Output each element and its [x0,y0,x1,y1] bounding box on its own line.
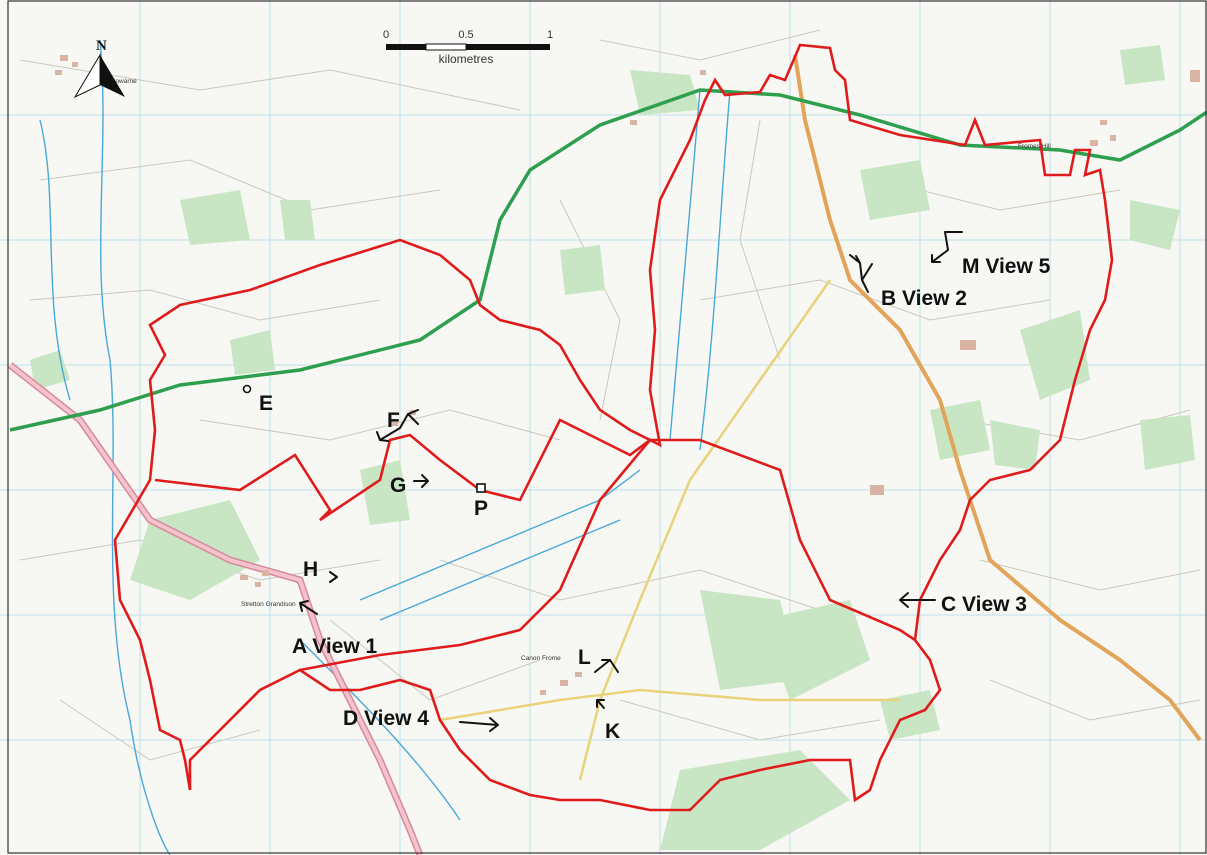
viewpoint-arrows [299,231,963,732]
viewpoint-label-l: L [578,646,591,669]
main-road [9,88,1207,432]
place-name-canon-frome: Canon Frome [521,655,561,662]
scale-tick-1: 1 [547,29,553,41]
scale-tick-0: 0 [383,29,389,41]
place-name-stretton-grandison: Stretton Grandison [241,601,296,608]
north-arrow-label: N [96,38,107,54]
viewpoint-e-marker [242,384,252,394]
viewpoint-label-c: C View 3 [941,593,1027,616]
viewpoint-label-f: F [387,409,400,432]
buildings [55,55,1200,695]
viewpoint-p-marker [476,483,486,493]
woodland-areas [30,45,1195,850]
viewpoint-label-k: K [605,720,620,743]
scale-unit-label: kilometres [439,52,494,66]
place-name-fromes-hill: Fromes Hill [1018,143,1051,150]
viewpoint-label-d: D View 4 [343,707,429,730]
parish-boundary-inner-2 [299,438,916,672]
scale-bar: 0 0.5 1 kilometres [383,29,553,66]
parish-boundary-inner-1 [154,418,651,522]
viewpoint-label-e: E [259,392,273,415]
viewpoint-label-p: P [474,497,488,520]
b-road [793,54,1202,742]
minor-road-2 [439,688,900,722]
viewpoint-label-g: G [390,474,406,497]
viewpoint-label-m: M View 5 [962,255,1051,278]
viewpoint-label-b: B View 2 [881,287,967,310]
map-frame [7,0,1207,854]
viewpoint-label-a: A View 1 [292,635,378,658]
north-arrow-icon: N [73,38,125,99]
scale-tick-half: 0.5 [458,29,473,41]
minor-road [578,279,832,781]
viewpoint-label-h: H [303,558,318,581]
